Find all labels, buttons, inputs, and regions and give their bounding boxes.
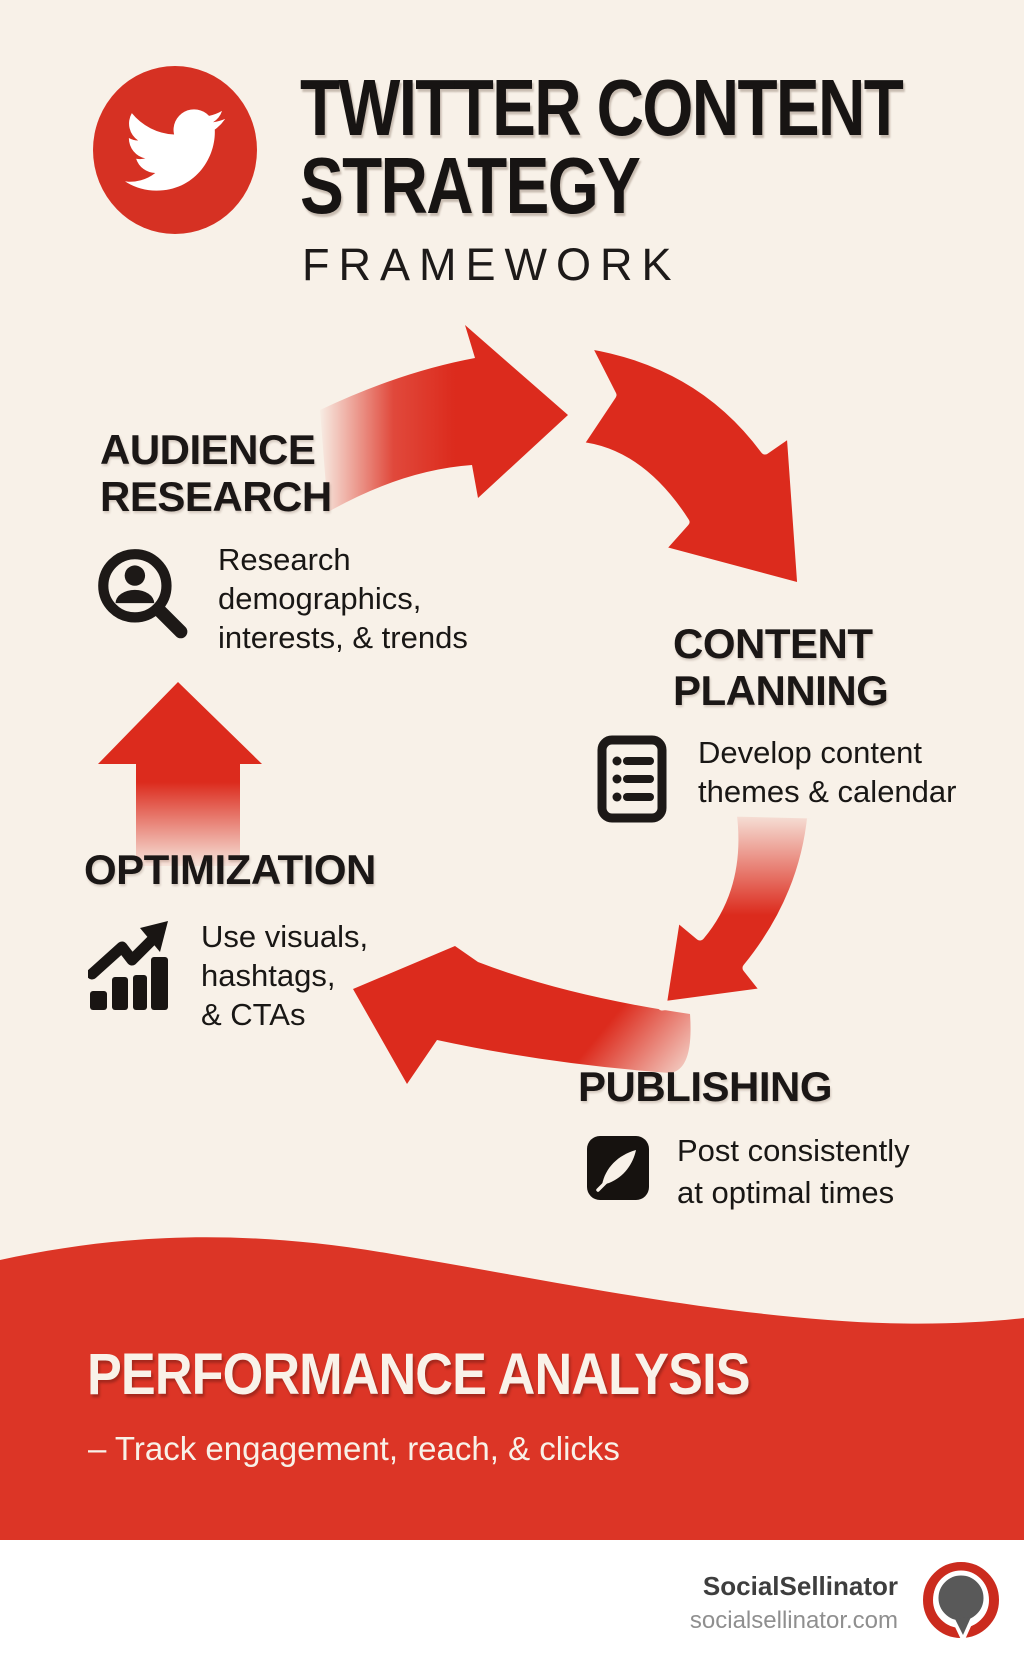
step-title-audience-research: AUDIENCE RESEARCH	[100, 426, 332, 520]
step-title-line: CONTENT	[673, 620, 873, 667]
step-desc-publishing: Post consistently at optimal times	[677, 1130, 910, 1214]
performance-wave-band	[0, 1237, 1024, 1540]
page-title: TWITTER CONTENT STRATEGY	[300, 68, 904, 226]
step-title-line: PLANNING	[673, 667, 889, 714]
step-title-line: AUDIENCE	[100, 426, 316, 473]
step-title-line: OPTIMIZATION	[84, 846, 376, 893]
footer-website-url: socialsellinator.com	[689, 1607, 898, 1634]
arrow-audience-to-planning-segment1	[320, 325, 568, 512]
speech-bubble-logo-icon	[922, 1561, 1000, 1639]
title-line-1: TWITTER CONTENT	[300, 63, 904, 152]
twitter-bird-icon	[125, 109, 225, 191]
arrow-planning-to-publishing	[657, 807, 817, 1011]
page-subtitle: FRAMEWORK	[302, 239, 681, 290]
step-title-optimization: OPTIMIZATION	[84, 846, 376, 893]
desc-line: Use visuals,	[201, 919, 369, 954]
performance-analysis-title: PERFORMANCE ANALYSIS	[87, 1342, 751, 1407]
desc-line: interests, & trends	[218, 620, 468, 655]
content-list-icon	[597, 735, 667, 823]
footer-brand-name: SocialSellinator	[702, 1571, 898, 1601]
step-title-line: PUBLISHING	[578, 1063, 833, 1110]
arrow-audience-to-planning-segment2	[573, 339, 807, 593]
step-desc-content-planning: Develop content themes & calendar	[698, 733, 956, 811]
desc-line: at optimal times	[677, 1175, 895, 1210]
step-desc-optimization: Use visuals, hashtags, & CTAs	[201, 917, 368, 1034]
step-desc-audience-research: Research demographics, interests, & tren…	[218, 540, 468, 657]
desc-line: Develop content	[698, 735, 923, 770]
title-line-2: STRATEGY	[300, 141, 641, 230]
audience-search-icon	[92, 543, 190, 649]
step-title-content-planning: CONTENT PLANNING	[673, 620, 889, 714]
desc-line: Research	[218, 542, 351, 577]
footer-strip	[0, 1540, 1024, 1666]
desc-line: & CTAs	[201, 997, 306, 1032]
quill-pen-icon	[587, 1136, 649, 1200]
arrow-optimization-to-audience	[98, 682, 262, 866]
desc-line: themes & calendar	[698, 774, 957, 809]
step-title-publishing: PUBLISHING	[578, 1063, 833, 1110]
desc-line: demographics,	[218, 581, 422, 616]
growth-chart-icon	[88, 918, 172, 1010]
arrow-publishing-to-optimization	[353, 946, 691, 1084]
desc-line: Post consistently	[677, 1133, 910, 1168]
step-title-line: RESEARCH	[100, 473, 332, 520]
performance-analysis-subtitle: – Track engagement, reach, & clicks	[88, 1430, 620, 1467]
desc-line: hashtags,	[201, 958, 336, 993]
twitter-logo-badge	[93, 66, 257, 234]
